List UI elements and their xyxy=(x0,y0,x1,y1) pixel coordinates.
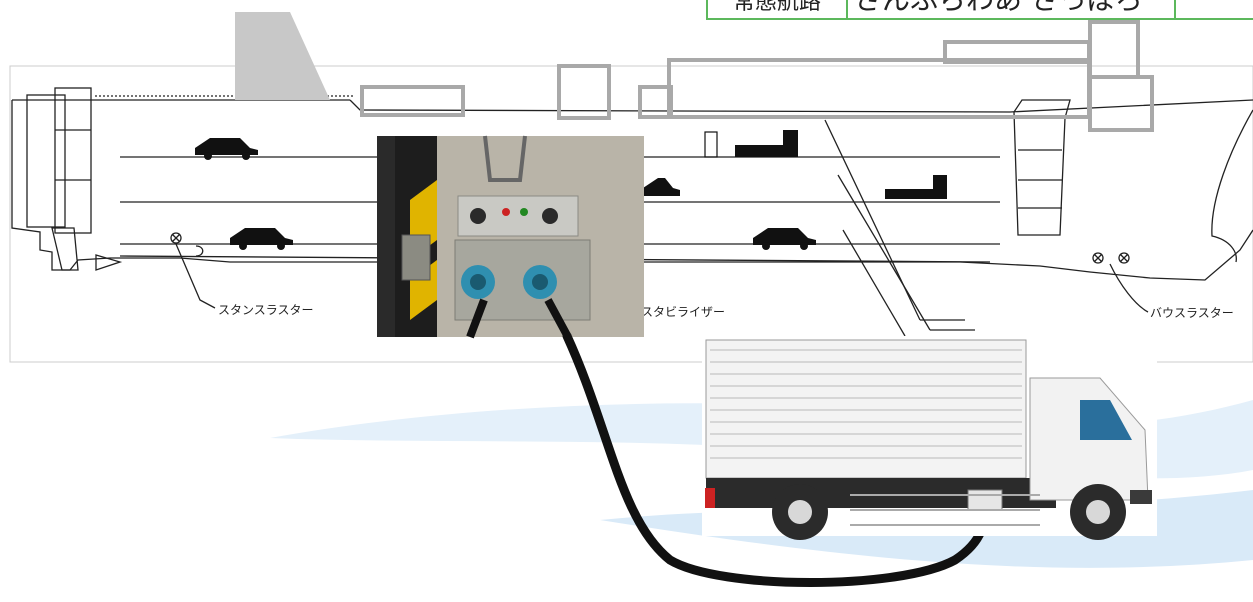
shore-power-outlet-photo xyxy=(377,136,644,337)
stabilizer-label: スタビライザー xyxy=(641,305,725,319)
stern-thruster-label: スタンスラスター xyxy=(218,303,314,317)
bow-thruster-label: バウスラスター xyxy=(1150,306,1234,320)
route-table: 常態航路 さんふらわあ さっぽろ xyxy=(706,0,1253,20)
route-label: 常態航路 xyxy=(708,0,848,18)
route-value: さんふらわあ さっぽろ xyxy=(848,0,1176,18)
truck-illustration xyxy=(702,336,1157,540)
